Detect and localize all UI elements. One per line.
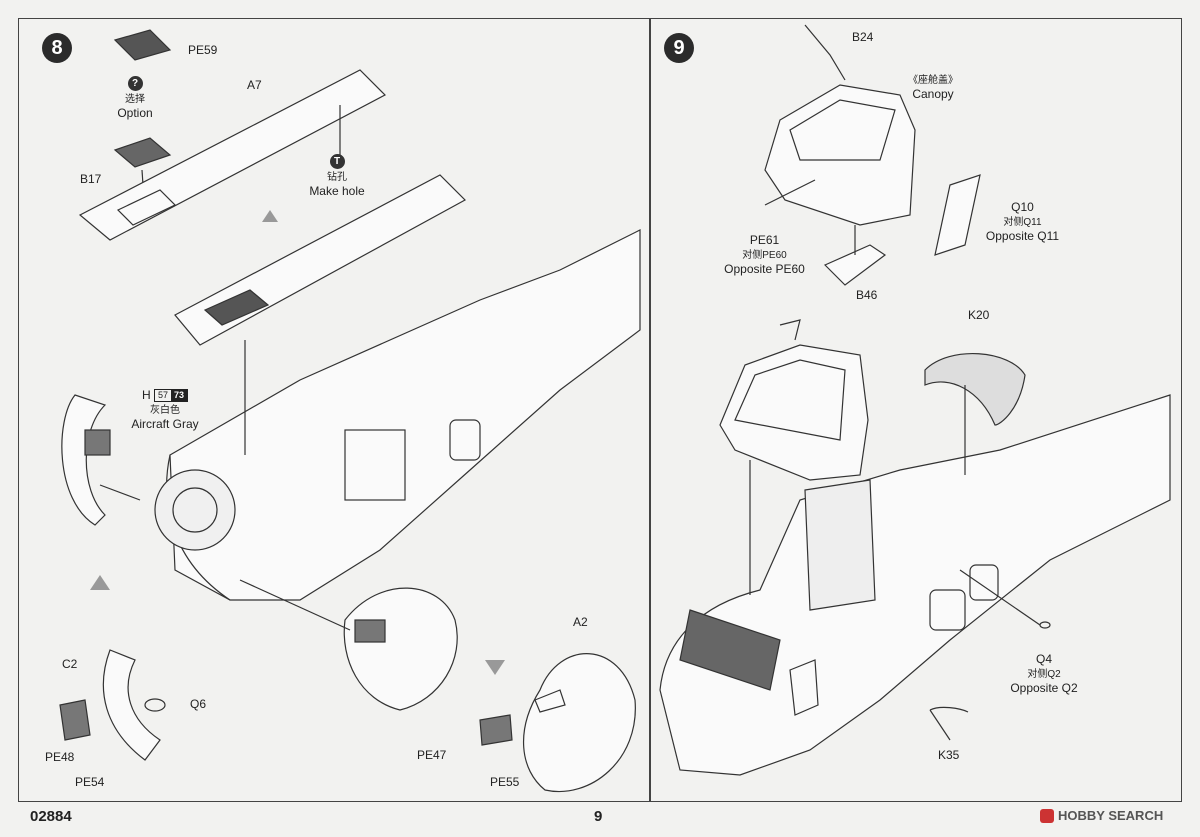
q4-en: Opposite Q2 <box>1010 681 1078 695</box>
label-a2: A2 <box>573 615 588 629</box>
label-pe59: PE59 <box>188 43 218 57</box>
paint-en: Aircraft Gray <box>131 417 199 432</box>
b24-part <box>804 24 846 81</box>
kit-code: 02884 <box>30 808 72 825</box>
label-pe48: PE48 <box>45 750 75 764</box>
drill-en: Make hole <box>309 184 365 198</box>
label-k35: K35 <box>938 748 960 762</box>
label-a7: A7 <box>247 78 262 92</box>
c2-part <box>102 649 161 761</box>
paint-h: H <box>141 388 151 402</box>
paint-code-1: 57 <box>157 390 168 401</box>
label-b46: B46 <box>856 288 878 302</box>
drill-callout: T 钻孔 Make hole <box>307 153 367 198</box>
label-c2: C2 <box>62 657 78 671</box>
label-pe54: PE54 <box>75 775 105 789</box>
watermark-text: HOBBY SEARCH <box>1058 808 1164 823</box>
option-en: Option <box>117 106 153 120</box>
canopy-cn: 《座舱盖》 <box>908 75 958 86</box>
q10-callout: Q10 对侧Q11 Opposite Q11 <box>985 200 1060 243</box>
paint-code-2: 73 <box>171 390 188 402</box>
step-9-panel <box>650 18 1182 802</box>
engine-door <box>61 394 107 526</box>
q4-cn: 对侧Q2 <box>1027 669 1061 680</box>
engine-face <box>154 469 236 551</box>
q10-label: Q10 <box>1011 200 1034 214</box>
canopy-step9 <box>719 344 869 481</box>
fuselage-step9 <box>659 394 1171 776</box>
watermark-icon <box>1040 808 1054 823</box>
canopy-callout: 《座舱盖》 Canopy <box>903 72 963 101</box>
q10-cn: 对侧Q11 <box>1003 217 1042 228</box>
option-callout: ? 选择 Option <box>110 75 160 120</box>
q4-label: Q4 <box>1035 652 1052 666</box>
step-9-badge: 9 <box>664 33 694 63</box>
nose-panel <box>343 587 458 711</box>
k20-part <box>924 353 1026 426</box>
b17-part <box>113 137 172 168</box>
label-q6: Q6 <box>190 697 207 711</box>
option-cn: 选择 <box>125 94 145 105</box>
canopy-en: Canopy <box>912 87 954 101</box>
paint-cn: 灰白色 <box>150 405 180 417</box>
a7-panel <box>78 69 386 241</box>
drill-cn: 钻孔 <box>327 172 347 183</box>
pe61-label: PE61 <box>749 233 780 247</box>
pe61-callout: PE61 对侧PE60 Opposite PE60 <box>722 233 807 276</box>
label-k20: K20 <box>968 308 990 322</box>
pe59-mesh <box>113 29 172 61</box>
canopy-step9-top <box>764 84 916 226</box>
page-number: 9 <box>594 808 603 825</box>
q4-callout: Q4 对侧Q2 Opposite Q2 <box>1010 652 1078 695</box>
question-icon: ? <box>127 76 143 91</box>
q10-en: Opposite Q11 <box>985 229 1060 243</box>
drill-icon: T <box>329 154 345 169</box>
pe61-en: Opposite PE60 <box>724 262 805 276</box>
watermark-logo: HOBBY SEARCH <box>1040 808 1163 823</box>
a2-part <box>522 653 636 792</box>
label-pe47: PE47 <box>417 748 447 762</box>
step-8-badge: 8 <box>42 33 72 63</box>
q10-window <box>934 174 981 256</box>
pe61-cn: 对侧PE60 <box>742 250 787 261</box>
label-b17: B17 <box>80 172 102 186</box>
label-b24: B24 <box>852 30 874 44</box>
label-pe55: PE55 <box>490 775 520 789</box>
step-8-panel <box>18 18 650 802</box>
